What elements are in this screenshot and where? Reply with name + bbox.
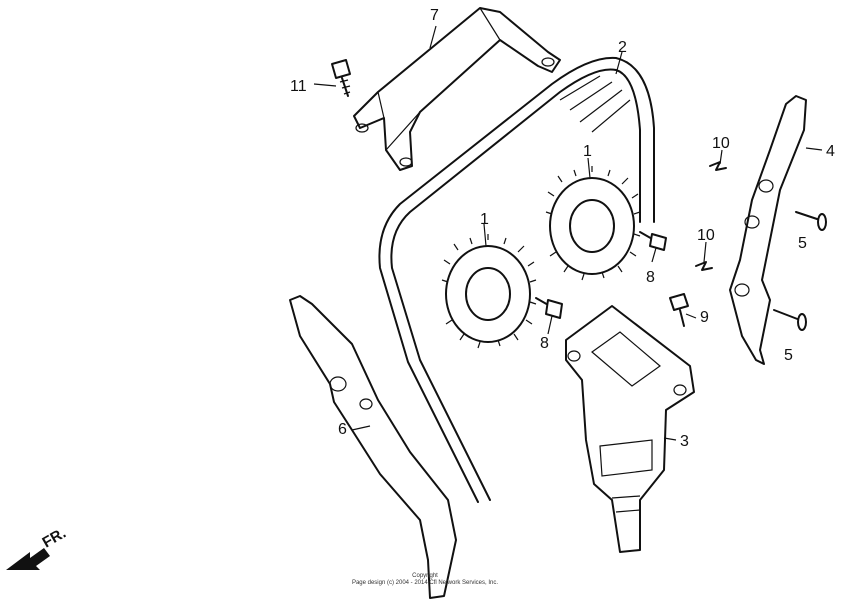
label-part-5-lower: 5 xyxy=(784,347,793,364)
bolt-9 xyxy=(669,293,689,327)
bolt-11 xyxy=(331,59,351,97)
label-part-11: 11 xyxy=(290,78,307,95)
label-part-8-upper: 8 xyxy=(646,269,655,286)
label-part-3: 3 xyxy=(680,433,689,450)
bolt-8-lower xyxy=(535,297,563,319)
clip-10-lower xyxy=(695,261,713,271)
front-direction-arrow: FR. xyxy=(6,525,69,570)
label-part-4: 4 xyxy=(826,143,835,160)
label-part-1-upper: 1 xyxy=(583,143,592,160)
bolt-5-lower xyxy=(773,309,807,331)
bolt-8-upper xyxy=(639,231,667,251)
sprocket-upper xyxy=(545,166,641,281)
label-part-10-upper: 10 xyxy=(712,135,730,152)
leader-lines xyxy=(313,25,823,441)
front-label: FR. xyxy=(40,525,69,552)
sprocket-lower xyxy=(441,234,537,349)
label-part-2: 2 xyxy=(618,39,627,56)
copyright-line-2: Page design (c) 2004 - 2014 Cfl Network … xyxy=(351,580,499,586)
copyright-line-1: Copyright xyxy=(412,573,438,579)
label-part-10-lower: 10 xyxy=(697,227,715,244)
label-part-8-lower: 8 xyxy=(540,335,549,352)
bolt-5-upper xyxy=(795,211,827,231)
cam-chain xyxy=(378,56,655,503)
chain-guide-left xyxy=(289,295,457,599)
label-part-5-upper: 5 xyxy=(798,235,807,252)
chain-guide-bracket xyxy=(353,7,561,171)
tensioner-slipper xyxy=(729,95,807,365)
label-part-6: 6 xyxy=(338,421,347,438)
label-part-7: 7 xyxy=(430,7,439,24)
label-part-9: 9 xyxy=(700,309,709,326)
label-part-1-lower: 1 xyxy=(480,211,489,228)
copyright-notice: Copyright Page design (c) 2004 - 2014 Cf… xyxy=(0,573,850,587)
clip-10-upper xyxy=(709,161,727,171)
chain-tensioner xyxy=(565,305,695,553)
